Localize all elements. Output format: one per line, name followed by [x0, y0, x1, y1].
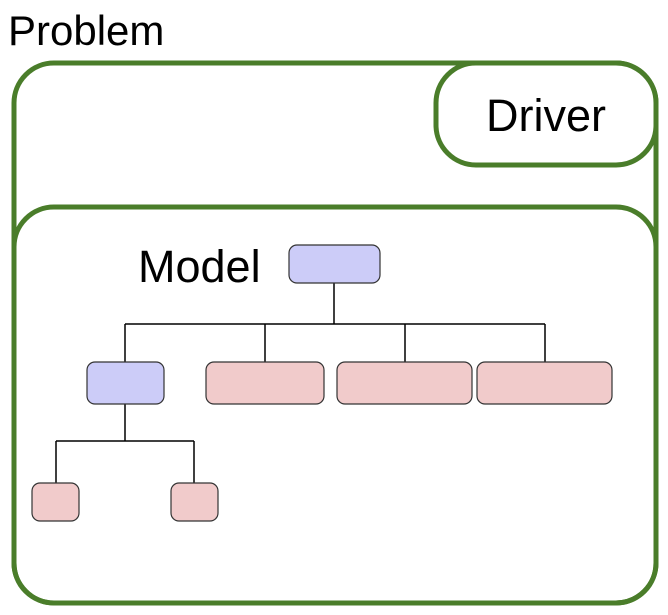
grandchild-node-2 — [170, 482, 219, 522]
model-label: Model — [138, 241, 261, 292]
driver-box — [433, 60, 659, 168]
child-node-4 — [476, 361, 613, 405]
problem-title: Problem — [8, 7, 164, 54]
grandchild-node-1 — [31, 482, 80, 522]
driver-label: Driver — [486, 90, 606, 141]
tree-connectors — [55, 283, 546, 483]
child-node-1 — [86, 361, 165, 405]
child-node-2 — [205, 361, 325, 405]
model-container — [11, 204, 659, 606]
model-root-node — [288, 244, 381, 284]
child-node-3 — [336, 361, 473, 405]
